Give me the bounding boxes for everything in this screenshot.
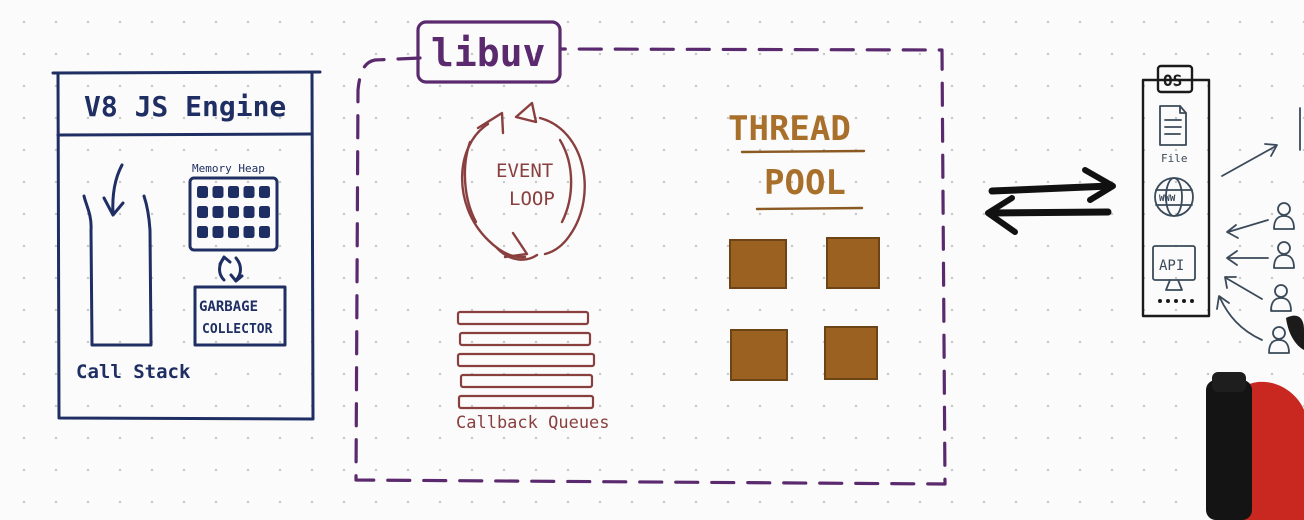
memory-heap-cell bbox=[228, 226, 239, 238]
os-request-arrows bbox=[1216, 143, 1278, 341]
memory-heap-cell bbox=[212, 186, 224, 198]
memory-heap-cell bbox=[243, 226, 255, 238]
heap-gc-arrows bbox=[218, 255, 244, 283]
event-loop-line2: LOOP bbox=[509, 188, 555, 210]
memory-heap-cell bbox=[228, 186, 239, 198]
callback-queue-bars bbox=[456, 310, 596, 410]
call-stack: Call Stack bbox=[76, 163, 191, 383]
thread-pool-line2: POOL bbox=[764, 163, 846, 203]
api-label: API bbox=[1159, 258, 1184, 274]
callback-queue-bar bbox=[456, 310, 590, 326]
libuv-title: libuv bbox=[431, 31, 545, 75]
user-icon bbox=[1273, 202, 1295, 230]
event-loop: EVENT LOOP bbox=[460, 101, 586, 261]
file-icon: File bbox=[1159, 105, 1188, 165]
thread-pool-line1: THREAD bbox=[728, 109, 851, 149]
memory-heap-cell bbox=[243, 206, 255, 218]
users-group bbox=[1268, 202, 1295, 354]
thread-4 bbox=[824, 326, 878, 380]
www-label: WWW bbox=[1159, 194, 1176, 204]
user-icon bbox=[1273, 241, 1295, 269]
memory-heap-cell bbox=[197, 206, 208, 218]
callback-queues-label: Callback Queues bbox=[456, 413, 610, 433]
libuv-box: libuv EVENT LOOP Callback Queues THREAD … bbox=[354, 20, 947, 486]
callback-queues: Callback Queues bbox=[456, 310, 610, 433]
exchange-arrows bbox=[985, 167, 1116, 235]
user-icon bbox=[1270, 284, 1292, 312]
user-icon bbox=[1268, 326, 1290, 354]
thread-3 bbox=[730, 329, 788, 381]
presenter-image bbox=[1206, 315, 1304, 520]
memory-heap-cell bbox=[259, 226, 270, 238]
callback-queue-bar bbox=[458, 331, 592, 347]
memory-heap-cell bbox=[259, 206, 270, 218]
garbage-collector: GARBAGE COLLECTOR bbox=[193, 285, 287, 347]
callback-queue-bar bbox=[457, 394, 595, 410]
gc-label-line1: GARBAGE bbox=[199, 299, 258, 315]
thread-2 bbox=[826, 237, 880, 289]
thread-1 bbox=[729, 239, 787, 289]
event-loop-line1: EVENT bbox=[496, 160, 553, 182]
memory-heap-cell bbox=[197, 226, 208, 238]
thread-pool: THREAD POOL bbox=[728, 109, 880, 381]
callback-queue-bar bbox=[459, 373, 594, 389]
memory-heap-cell bbox=[197, 186, 208, 198]
api-monitor-icon: API bbox=[1152, 245, 1196, 291]
memory-heap: Memory Heap bbox=[188, 162, 279, 252]
memory-heap-cell bbox=[243, 186, 255, 198]
file-label: File bbox=[1161, 152, 1188, 165]
v8-engine-title: V8 JS Engine bbox=[84, 90, 286, 123]
memory-heap-cell bbox=[259, 186, 270, 198]
memory-heap-label: Memory Heap bbox=[192, 162, 265, 175]
v8-engine-box: V8 JS Engine Call Stack Memory Heap GARB… bbox=[51, 70, 322, 421]
memory-heap-cell bbox=[212, 226, 224, 238]
os-box: OS File WWW API bbox=[1141, 64, 1211, 318]
callback-queue-bar bbox=[456, 352, 596, 368]
gc-label-line2: COLLECTOR bbox=[202, 322, 273, 337]
memory-heap-cells bbox=[197, 186, 270, 238]
globe-icon: WWW bbox=[1154, 177, 1194, 217]
memory-heap-cell bbox=[228, 206, 239, 218]
os-dots bbox=[1158, 299, 1194, 303]
os-title: OS bbox=[1163, 71, 1182, 90]
memory-heap-cell bbox=[212, 206, 224, 218]
call-stack-label: Call Stack bbox=[76, 361, 191, 383]
